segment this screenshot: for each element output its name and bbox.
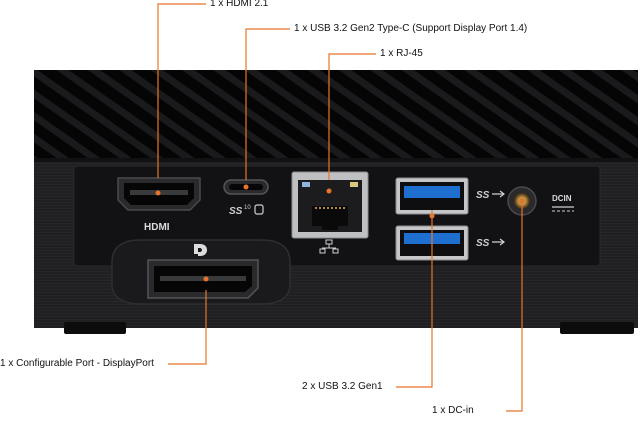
vent-grille (34, 70, 638, 162)
callout-dots (155, 184, 525, 282)
rj45-callout: 1 x RJ-45 (380, 48, 423, 59)
usb-c-callout: 1 x USB 3.2 Gen2 Type-C (Support Display… (294, 23, 528, 34)
usb-a-callout: 2 x USB 3.2 Gen1 (302, 381, 383, 392)
network-icon (319, 239, 339, 254)
dc-in-callout-line (506, 201, 523, 412)
svg-text:SS: SS (229, 206, 243, 217)
displayport-callout: 1 x Configurable Port - DisplayPort (0, 358, 154, 369)
hdmi-callout-line (157, 3, 206, 178)
usb-a-port-top (395, 177, 469, 215)
hdmi-label: HDMI (144, 222, 170, 233)
dcin-label: DCIN (552, 194, 572, 203)
usb-c-callout-line (245, 28, 290, 180)
right-foot (560, 322, 634, 334)
displayport-icon (194, 244, 207, 256)
usb-superspeed-icon: SS SS (476, 190, 505, 249)
usb-superspeed-displayport-icon: SS 10 (229, 204, 264, 217)
rj45-callout-line (328, 53, 376, 180)
callout-lines (157, 3, 523, 412)
svg-text:SS: SS (476, 238, 490, 249)
dc-in-callout: 1 x DC-in (432, 405, 474, 416)
displayport-callout-line (168, 290, 207, 365)
usb-a-callout-line (396, 210, 433, 388)
rj45-port (291, 171, 369, 239)
svg-text:10: 10 (244, 205, 251, 211)
svg-text:SS: SS (476, 190, 490, 201)
displayport-port (147, 259, 259, 299)
hdmi-callout: 1 x HDMI 2.1 (210, 0, 269, 9)
left-foot (64, 322, 126, 334)
dc-power-icon (552, 206, 574, 212)
